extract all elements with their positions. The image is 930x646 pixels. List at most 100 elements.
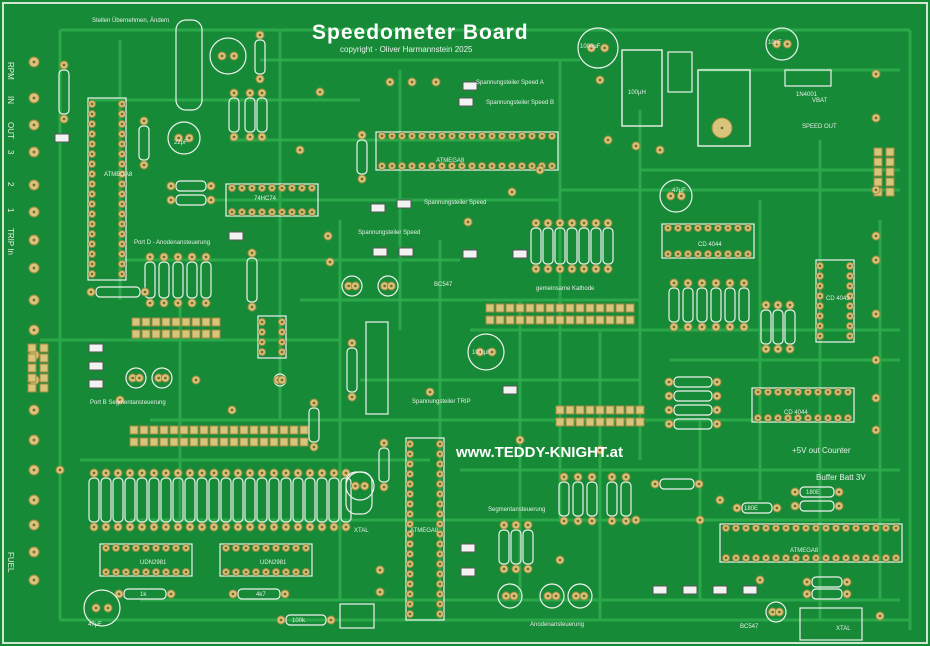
pcb-pad-hole — [744, 556, 748, 560]
pcb-pad-hole — [90, 172, 94, 176]
label-c1000: 1000µF — [580, 44, 601, 50]
pcb-pad-hole — [697, 482, 701, 486]
label-4k7: 4k7 — [256, 592, 266, 598]
pcb-pad-hole — [844, 556, 848, 560]
pcb-pad-hole — [786, 416, 790, 420]
pcb-pad-hole — [500, 134, 504, 138]
pcb-pad-hole — [106, 606, 110, 610]
pcb-pad-hole — [220, 54, 224, 58]
pcb-pad — [555, 315, 565, 325]
label-port-d: Port D - Anodenansteuerung — [134, 240, 211, 246]
pcb-pad — [605, 315, 615, 325]
pcb-pad-hole — [128, 525, 132, 529]
pcb-pad — [181, 317, 191, 327]
pcb-pad-hole — [669, 194, 673, 198]
pcb-pad-hole — [164, 471, 168, 475]
pcb-pad — [131, 317, 141, 327]
capacitor — [567, 583, 593, 609]
pcb-pad-hole — [90, 142, 94, 146]
capacitor — [659, 179, 693, 213]
left-label-fuel: FUEL — [6, 552, 15, 573]
smd-pad — [88, 361, 104, 371]
pcb-pad-hole — [514, 567, 518, 571]
pcb-pad-hole — [715, 394, 719, 398]
pcb-pad-hole — [90, 222, 94, 226]
pcb-pad-hole — [502, 567, 506, 571]
resistor — [572, 481, 584, 517]
resistor — [682, 287, 694, 323]
pcb-pad-hole — [224, 570, 228, 574]
pcb-pad-hole — [874, 396, 878, 400]
pcb-pad-hole — [724, 556, 728, 560]
pcb-pad — [259, 437, 269, 447]
capacitor — [209, 37, 247, 75]
pcb-pad-hole — [758, 578, 762, 582]
pcb-pad-hole — [32, 238, 36, 242]
pcb-pad-hole — [848, 324, 852, 328]
pcb-pad-hole — [700, 281, 704, 285]
pcb-pad-hole — [793, 490, 797, 494]
pcb-pad-hole — [120, 162, 124, 166]
pcb-pad-hole — [438, 572, 442, 576]
ic-outline — [87, 97, 127, 281]
pcb-pad-hole — [734, 556, 738, 560]
pcb-pad-hole — [878, 614, 882, 618]
pcb-pad — [191, 329, 201, 339]
pcb-pad-hole — [254, 546, 258, 550]
pcb-pad-hole — [410, 80, 414, 84]
pcb-pad-hole — [666, 226, 670, 230]
pcb-pad-hole — [296, 471, 300, 475]
pcb-pad — [625, 303, 635, 313]
pcb-pad-hole — [248, 91, 252, 95]
pcb-pad-hole — [846, 390, 850, 394]
pcb-pad — [885, 167, 895, 177]
pcb-pad-hole — [438, 502, 442, 506]
resistor — [356, 139, 368, 175]
pcb-pad — [141, 329, 151, 339]
pcb-pad — [161, 329, 171, 339]
pcb-pad — [269, 425, 279, 435]
label-c47a: 47µF — [672, 188, 686, 194]
pcb-pad-hole — [230, 186, 234, 190]
pcb-pad — [555, 303, 565, 313]
pcb-pad-hole — [120, 192, 124, 196]
pcb-pad-hole — [408, 562, 412, 566]
pcb-pad-hole — [667, 422, 671, 426]
pcb-pad — [199, 437, 209, 447]
pcb-pad-hole — [140, 471, 144, 475]
smd-pad — [54, 133, 70, 143]
pcb-pad-hole — [714, 325, 718, 329]
pcb-pad-hole — [32, 408, 36, 412]
pcb-pad-hole — [776, 416, 780, 420]
pcb-pad-hole — [234, 546, 238, 550]
pcb-pad-hole — [884, 556, 888, 560]
pcb-pad-hole — [32, 210, 36, 214]
pcb-pad-hole — [804, 526, 808, 530]
pcb-pad-hole — [756, 416, 760, 420]
pcb-pad — [873, 147, 883, 157]
pcb-pad-hole — [177, 136, 181, 140]
pcb-pad-hole — [310, 210, 314, 214]
pcb-pad — [169, 437, 179, 447]
pcb-pad-hole — [854, 556, 858, 560]
pcb-pad-hole — [260, 471, 264, 475]
left-label-trip-in: TRIP In — [6, 228, 15, 255]
resistor — [308, 407, 320, 443]
pcb-pad — [595, 315, 605, 325]
pcb-pad-hole — [837, 504, 841, 508]
pcb-pad — [129, 425, 139, 435]
pcb-pad-hole — [204, 301, 208, 305]
pcb-pad — [171, 329, 181, 339]
pcb-pad-hole — [874, 72, 878, 76]
pcb-pad-hole — [554, 594, 558, 598]
pcb-pad-hole — [187, 136, 191, 140]
label-ic-center: ATMEGA8 — [436, 158, 465, 164]
pcb-pad-hole — [746, 226, 750, 230]
pcb-pad-hole — [188, 471, 192, 475]
pcb-pad-hole — [408, 482, 412, 486]
pcb-pad — [279, 425, 289, 435]
pcb-pad-hole — [32, 498, 36, 502]
pcb-pad-hole — [500, 164, 504, 168]
pcb-pad-hole — [582, 221, 586, 225]
